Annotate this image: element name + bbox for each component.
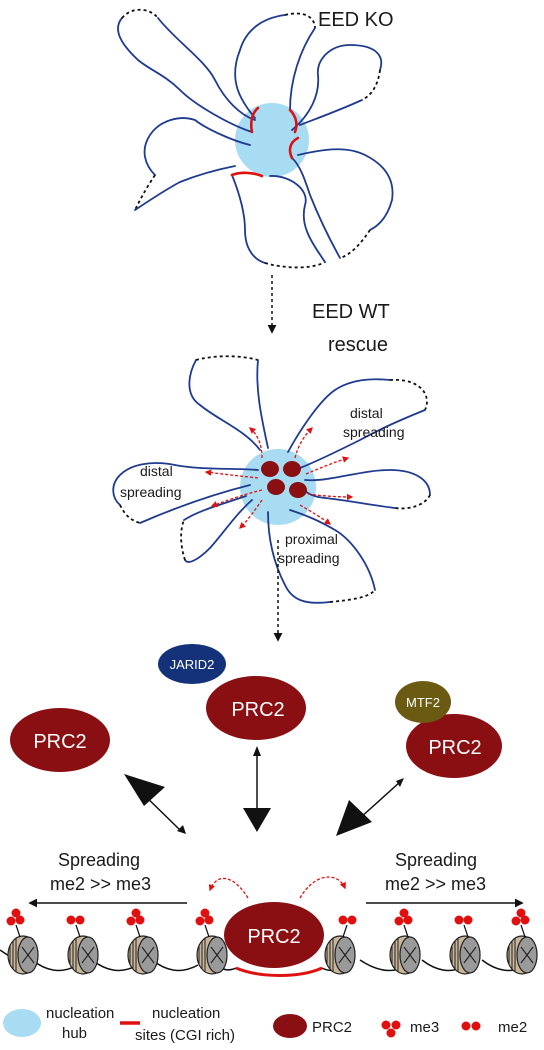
legend-hub-line2: hub — [62, 1025, 87, 1042]
prc2-jarid2-complex: JARID2 PRC2 — [158, 644, 306, 740]
eed-wt-rescue-panel: EED WT rescue — [112, 301, 431, 604]
eed-ko-title: EED KO — [318, 9, 394, 31]
prc2-center-label: PRC2 — [247, 926, 300, 948]
nucleosome — [7, 935, 39, 975]
legend-prc2-label: PRC2 — [312, 1019, 352, 1036]
nucleosome — [449, 935, 481, 975]
legend-item-hub: nucleation hub — [3, 1005, 114, 1042]
me2-mark — [338, 915, 357, 938]
prc2-mtf2-label: PRC2 — [428, 737, 481, 759]
distal-spreading-left-line2: spreading — [120, 484, 182, 500]
eed-wt-title-line1: EED WT — [312, 301, 390, 323]
legend-sites-line1: nucleation — [152, 1005, 220, 1022]
legend-me3-label: me3 — [410, 1019, 439, 1036]
distal-spreading-left-line1: distal — [140, 463, 173, 479]
nucleosome — [389, 935, 421, 975]
legend-item-prc2: PRC2 — [273, 1014, 352, 1038]
me2-mark — [66, 915, 85, 938]
spreading-right: Spreading me2 >> me3 — [366, 850, 524, 908]
central-spreading-arrows — [208, 876, 346, 899]
legend-item-sites: nucleation sites (CGI rich) — [120, 1005, 235, 1044]
me3-mark — [511, 908, 530, 938]
nucleosome — [324, 935, 356, 975]
nucleosome — [127, 935, 159, 975]
me3-mark — [394, 908, 413, 938]
spreading-left-line1: Spreading — [58, 850, 140, 870]
prc2-left-complex: PRC2 — [10, 708, 110, 772]
me2-mark — [454, 915, 473, 938]
spreading-right-line1: Spreading — [395, 850, 477, 870]
jarid2-label: JARID2 — [170, 657, 215, 672]
prc2-cluster-middle — [261, 461, 307, 498]
nucleosome — [67, 935, 99, 975]
nucleation-sites-top — [230, 106, 300, 178]
nucleosome — [506, 935, 538, 975]
eed-wt-title-line2: rescue — [328, 334, 388, 356]
distal-spreading-right-line2: spreading — [343, 424, 405, 440]
me3-mark — [195, 908, 214, 938]
mtf2-label: MTF2 — [406, 695, 440, 710]
legend-hub-line1: nucleation — [46, 1005, 114, 1022]
legend-item-me3: me3 — [381, 1019, 439, 1038]
me3-mark — [6, 908, 25, 938]
legend-me2-label: me2 — [498, 1019, 527, 1036]
chromatin-loops-top — [117, 8, 394, 269]
distal-spreading-right-line1: distal — [350, 405, 383, 421]
prc2-jarid2-label: PRC2 — [231, 699, 284, 721]
chromatin-loops-middle — [112, 355, 431, 604]
legend-item-me2: me2 — [461, 1019, 527, 1036]
nucleosome-array — [0, 908, 538, 977]
nucleosome — [196, 935, 228, 975]
prc2-left-label: PRC2 — [33, 731, 86, 753]
eed-ko-panel: EED KO — [117, 8, 394, 269]
binding-arrows — [124, 746, 404, 836]
legend: nucleation hub nucleation sites (CGI ric… — [3, 1005, 527, 1044]
me3-mark — [126, 908, 145, 938]
prc2-center-complex: PRC2 — [224, 902, 324, 968]
prc2-mtf2-complex: MTF2 PRC2 — [395, 681, 502, 778]
legend-sites-line2: sites (CGI rich) — [135, 1027, 235, 1044]
proximal-spreading-line1: proximal — [285, 531, 338, 547]
proximal-spreading-line2: spreading — [278, 550, 340, 566]
spreading-arrows-middle — [204, 427, 354, 529]
spreading-right-line2: me2 >> me3 — [385, 874, 486, 894]
nucleation-hub-top — [235, 103, 309, 177]
spreading-left-line2: me2 >> me3 — [50, 874, 151, 894]
spreading-left: Spreading me2 >> me3 — [28, 850, 187, 908]
